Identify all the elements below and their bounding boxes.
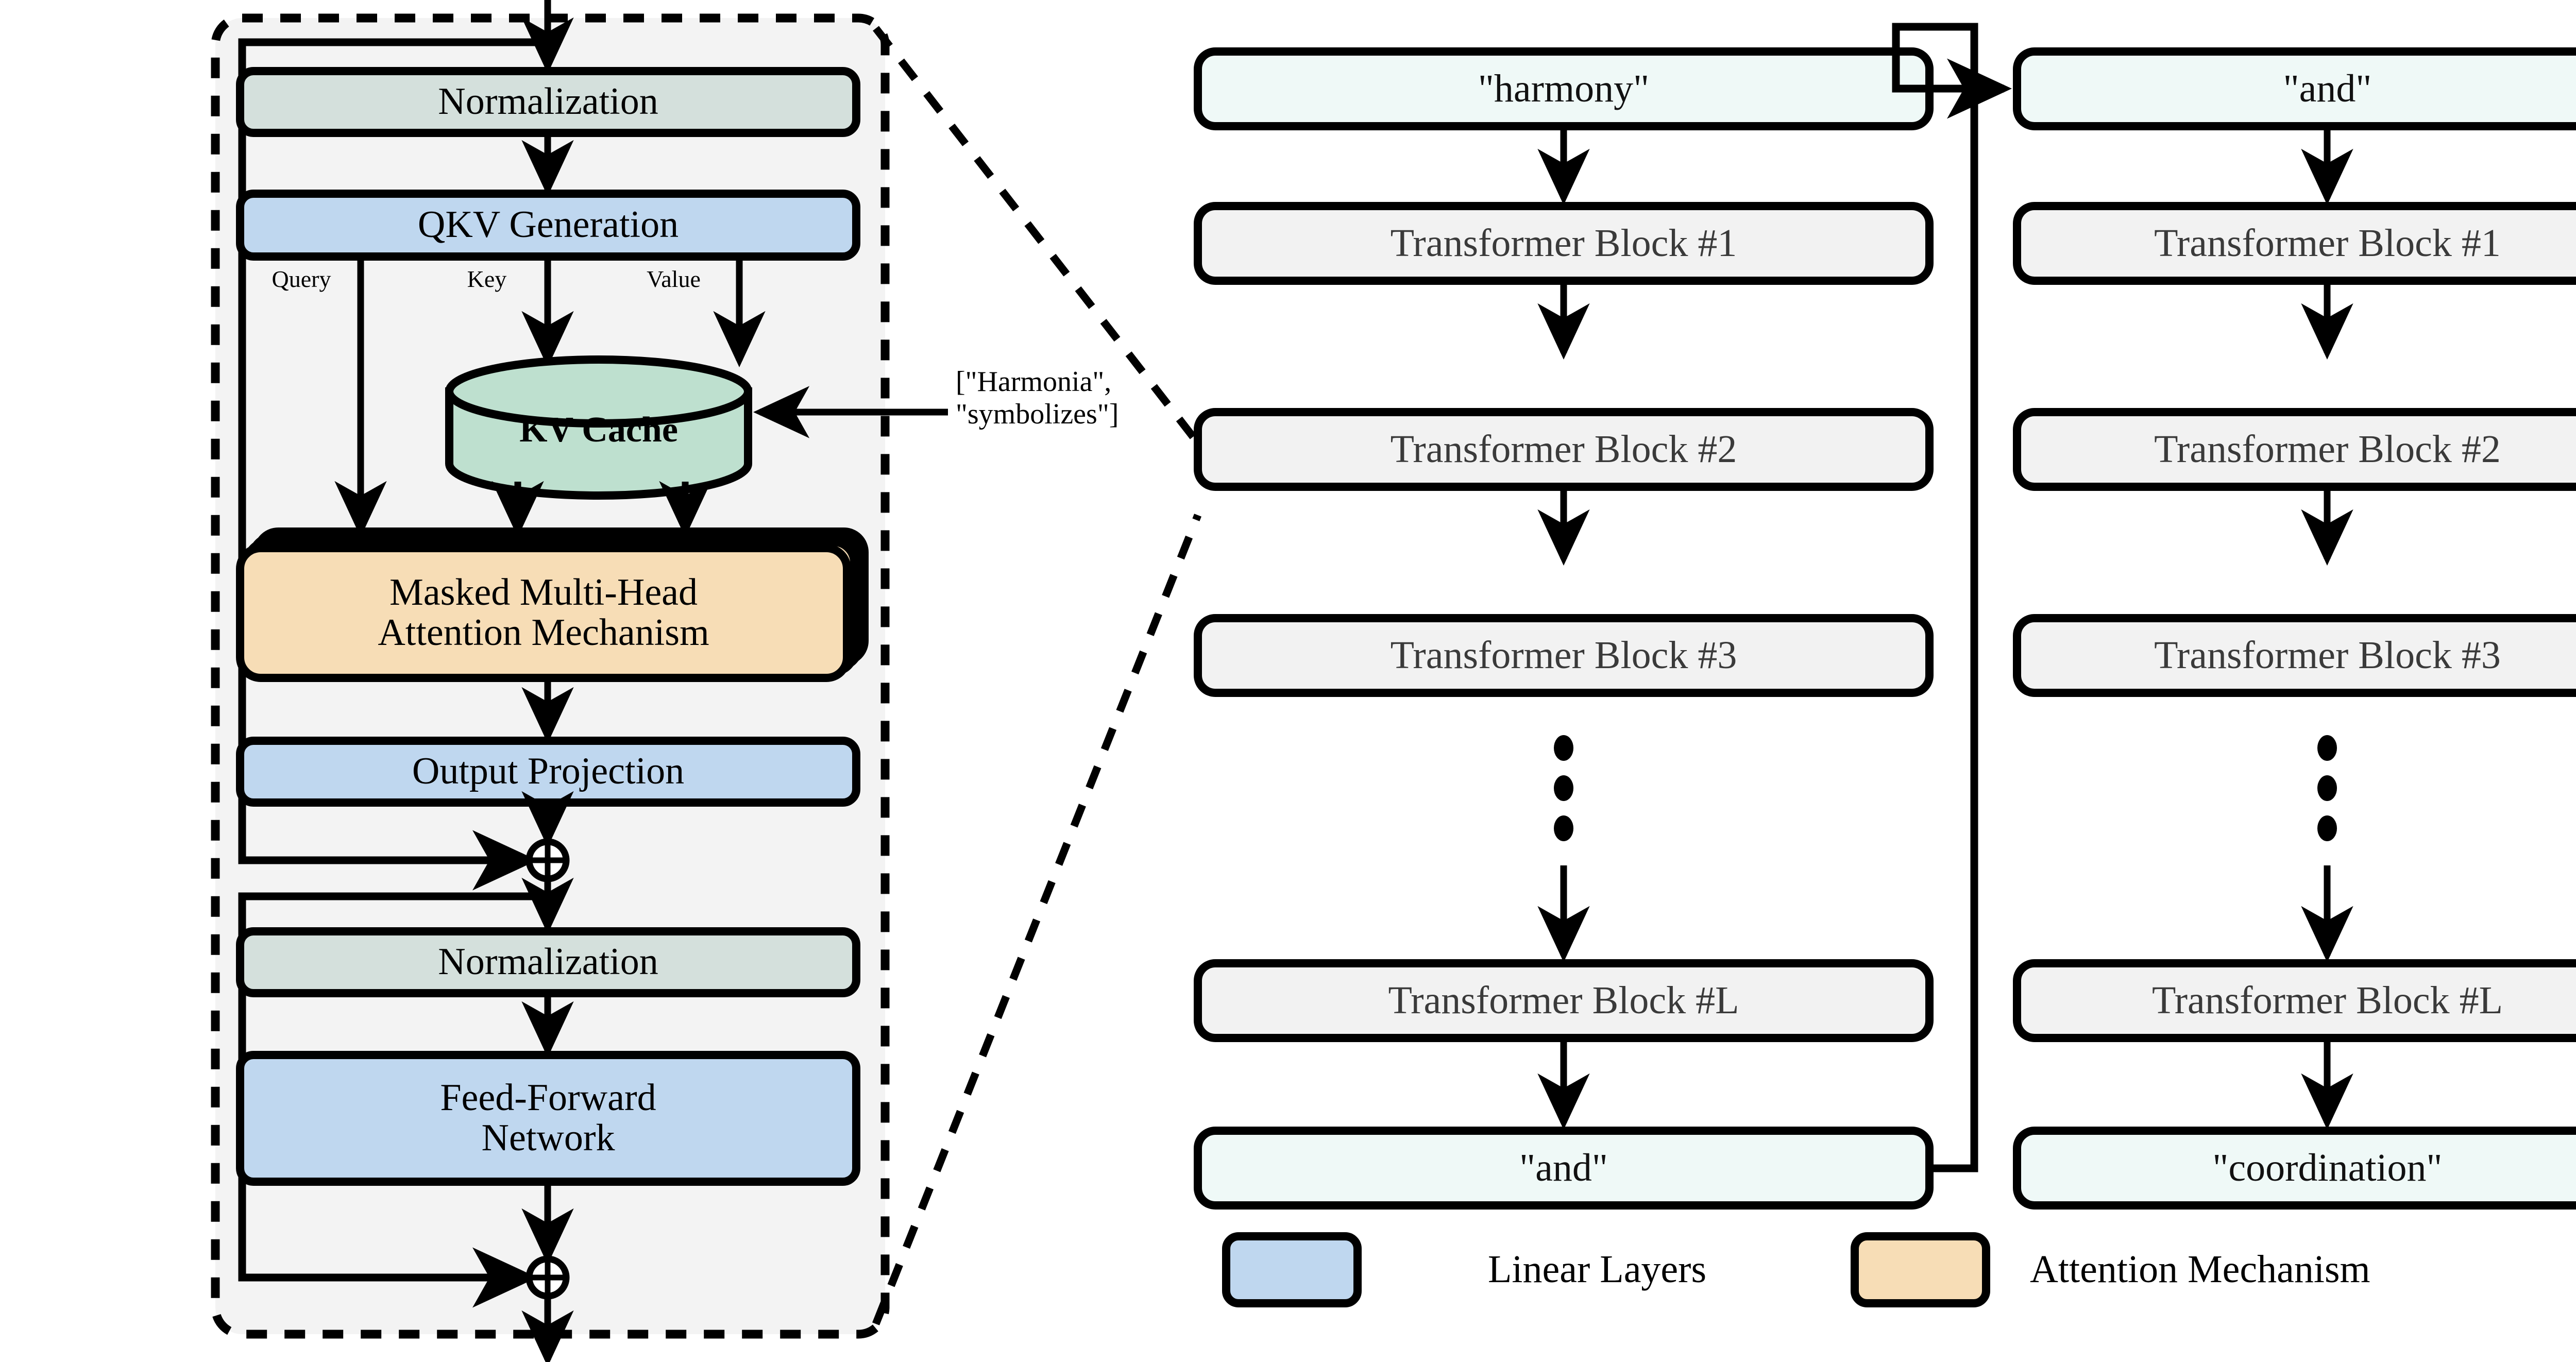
- legend-swatch-linear: [1222, 1232, 1362, 1307]
- legend-swatches: [1222, 1232, 1990, 1307]
- tblock-2-1: [2013, 202, 2576, 285]
- block-qkv-generation[interactable]: [236, 190, 860, 261]
- legend-swatch-attention: [1851, 1232, 1990, 1307]
- tblock-1-L: [1194, 959, 1934, 1042]
- pipeline-2: [2013, 47, 2576, 1210]
- pipeline-1: [1194, 47, 1934, 1210]
- block-normalization-1[interactable]: [236, 67, 860, 137]
- zoom-callout-lines: [872, 26, 1201, 1325]
- pipeline-connector: [1892, 23, 2012, 1172]
- residual-bypass-1: [238, 38, 548, 891]
- token-box-output-1: [1194, 1127, 1934, 1210]
- tblock-1-3: [1194, 614, 1934, 697]
- kv-cache-cylinder[interactable]: [445, 355, 752, 500]
- tblock-2-3: [2013, 614, 2576, 697]
- block-output-projection[interactable]: [236, 737, 860, 807]
- block-normalization-2[interactable]: [236, 927, 860, 997]
- qkv-branches: [334, 257, 766, 537]
- block-feed-forward-network[interactable]: [236, 1051, 860, 1186]
- residual-add-1: [526, 838, 570, 882]
- kv-cache-outputs: [492, 481, 711, 537]
- residual-add-2: [526, 1255, 570, 1300]
- tblock-2-L: [2013, 959, 2576, 1042]
- token-box-output-2: [2013, 1127, 2576, 1210]
- tblock-2-2: [2013, 408, 2576, 491]
- token-box-input-1: [1194, 47, 1934, 130]
- block-masked-multihead-attention[interactable]: [236, 527, 869, 682]
- tblock-1-1: [1194, 202, 1934, 285]
- tblock-1-2: [1194, 408, 1934, 491]
- token-box-input-2: [2013, 47, 2576, 130]
